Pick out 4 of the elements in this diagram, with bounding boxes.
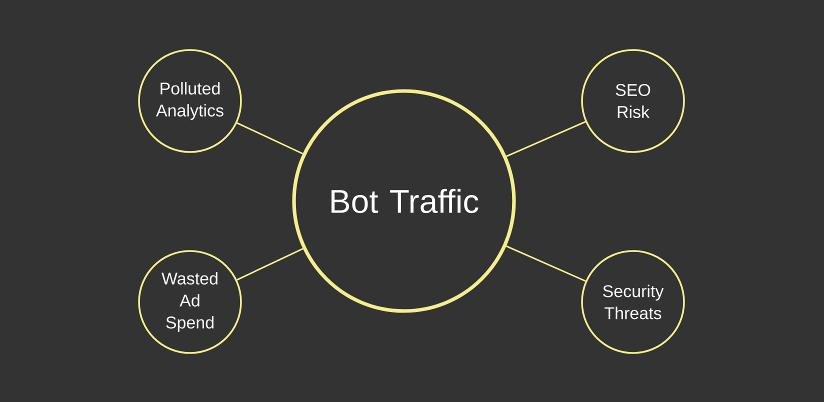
- connector-line: [506, 245, 586, 282]
- connector-line: [236, 122, 304, 154]
- connector-line: [506, 121, 586, 157]
- connector-line: [236, 248, 304, 281]
